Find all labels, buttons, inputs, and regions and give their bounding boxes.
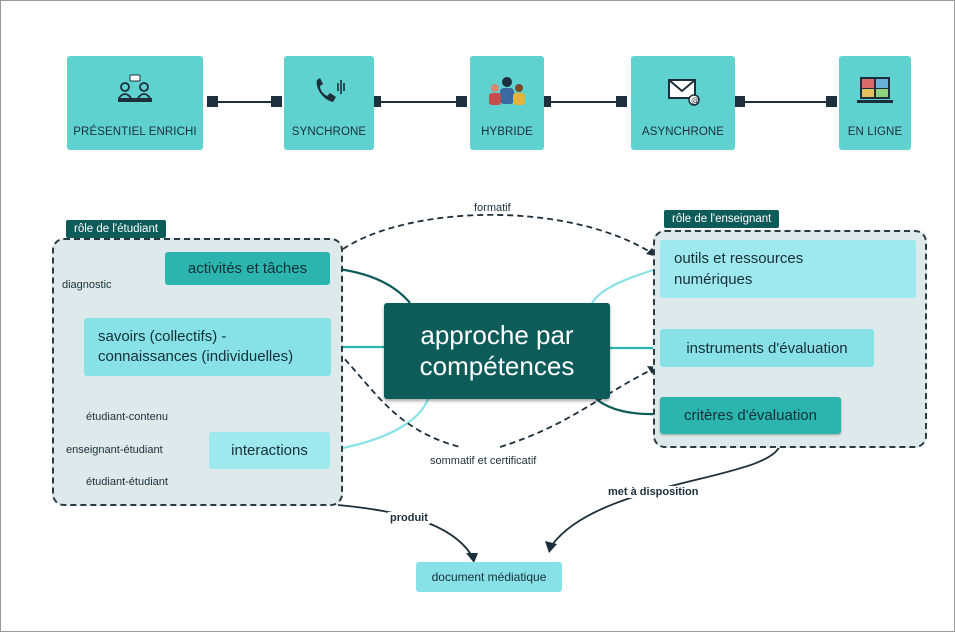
interaction-type: enseignant-étudiant <box>66 444 163 456</box>
phone-call-icon <box>316 78 345 102</box>
svg-text:@: @ <box>691 96 699 105</box>
document-box: document médiatique <box>416 562 562 592</box>
mode-label: ASYNCHRONE <box>641 126 725 138</box>
mode-label: SYNCHRONE <box>291 126 367 138</box>
produit-label: produit <box>388 512 430 524</box>
mode-label: EN LIGNE <box>847 126 903 138</box>
met-a-disposition-label: met à disposition <box>606 486 701 498</box>
tools-label-line1: outils et ressources <box>674 250 804 267</box>
mode-label: PRÉSENTIEL ENRICHI <box>73 126 197 138</box>
mode-presentiel-enrichi: PRÉSENTIEL ENRICHI <box>67 56 203 150</box>
mode-label: HYBRIDE <box>481 126 533 138</box>
mode-asynchrone: @ ASYNCHRONE <box>631 56 735 150</box>
criteria-label: critères d'évaluation <box>684 407 817 424</box>
document-label: document médiatique <box>431 570 547 584</box>
sommatif-label: sommatif et certificatif <box>428 455 539 467</box>
interactions-box: interactions <box>209 432 330 469</box>
classroom-meeting-icon <box>118 74 152 102</box>
student-role-tag: rôle de l'étudiant <box>66 220 167 238</box>
formatif-label: formatif <box>472 202 513 214</box>
activities-label: activités et tâches <box>187 260 308 277</box>
interactions-label: interactions <box>231 442 308 459</box>
mode-hybride: HYBRIDE <box>470 56 544 150</box>
central-label-line1: approche par <box>420 320 574 350</box>
group-people-icon <box>489 77 525 105</box>
tools-label-line2: numériques <box>674 271 753 288</box>
teacher-role-tag: rôle de l'enseignant <box>664 210 780 228</box>
tools-box: outils et ressources numériques <box>660 240 916 298</box>
interaction-type: étudiant-étudiant <box>86 476 168 488</box>
diagnostic-label: diagnostic <box>60 279 114 291</box>
instruments-box: instruments d'évaluation <box>660 329 874 367</box>
knowledge-label-line1: savoirs (collectifs) - <box>98 328 227 345</box>
mode-en-ligne: EN LIGNE <box>839 56 911 150</box>
email-icon: @ <box>668 79 700 106</box>
mode-synchrone: SYNCHRONE <box>284 56 374 150</box>
knowledge-label-line2: connaissances (individuelles) <box>98 348 294 365</box>
central-competency-node: approche par compétences <box>384 303 610 399</box>
knowledge-box: savoirs (collectifs) - connaissances (in… <box>84 318 331 376</box>
activities-box: activités et tâches <box>165 252 330 285</box>
interaction-type: étudiant-contenu <box>86 411 168 423</box>
criteria-box: critères d'évaluation <box>660 397 841 434</box>
instruments-label: instruments d'évaluation <box>686 339 848 357</box>
central-label-line2: compétences <box>419 351 575 381</box>
video-conference-icon <box>857 77 893 103</box>
